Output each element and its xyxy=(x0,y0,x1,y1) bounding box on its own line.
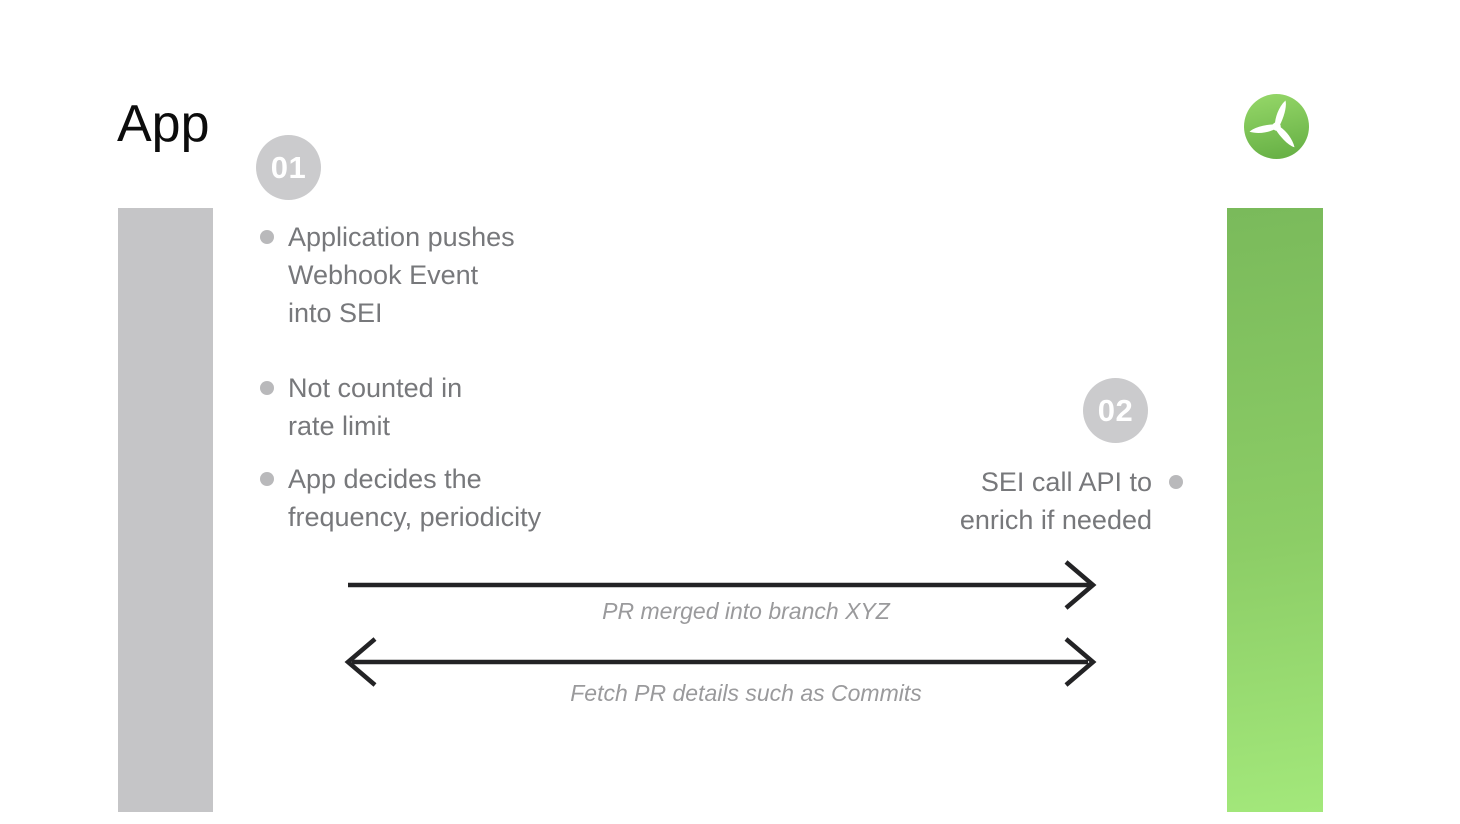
app-lane-bar xyxy=(118,208,213,812)
step-2-note: SEI call API to enrich if needed xyxy=(959,467,1152,535)
list-item-text: Application pushes Webhook Event into SE… xyxy=(288,222,515,328)
list-item-text: App decides the frequency, periodicity xyxy=(288,464,542,532)
flow-arrows xyxy=(344,560,1097,687)
list-item-text: Not counted in rate limit xyxy=(288,373,463,441)
bullet-dot-icon xyxy=(260,472,274,486)
sei-lane-bar xyxy=(1227,208,1323,812)
bullet-dot-icon xyxy=(260,230,274,244)
list-item: Not counted in rate limit xyxy=(260,369,462,445)
step-1-number: 01 xyxy=(270,149,307,185)
arrow-forward-label: PR merged into branch XYZ xyxy=(602,598,890,624)
step-2-badge: 02 xyxy=(1083,378,1148,443)
arrow-backward-label: Fetch PR details such as Commits xyxy=(570,680,922,706)
arrow-both-right-head-icon xyxy=(1064,637,1097,687)
step-2-number: 02 xyxy=(1097,392,1134,428)
arrow-right-head-icon xyxy=(1064,560,1097,610)
bullet-dot-icon xyxy=(1169,475,1183,489)
propeller-logo-icon xyxy=(1244,94,1309,159)
page-title: App xyxy=(117,95,210,153)
list-item: Application pushes Webhook Event into SE… xyxy=(260,218,515,332)
arrow-both-left-head-icon xyxy=(344,637,377,687)
list-item: App decides the frequency, periodicity xyxy=(260,460,541,536)
bullet-dot-icon xyxy=(260,381,274,395)
step-1-badge: 01 xyxy=(256,135,321,200)
